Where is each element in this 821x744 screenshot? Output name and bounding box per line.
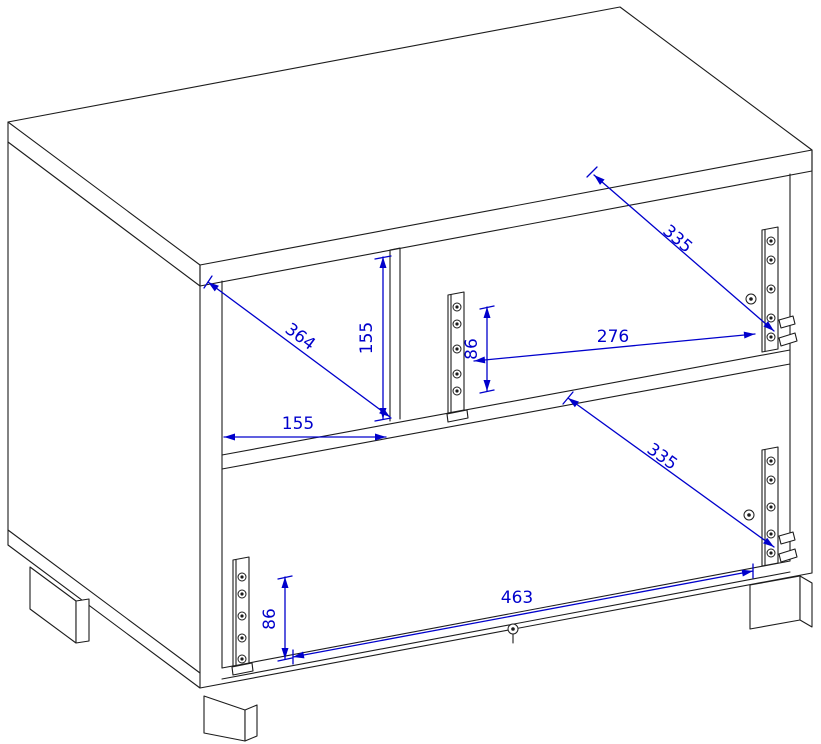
slide-hook <box>778 548 798 563</box>
dimension-label: 463 <box>501 588 533 608</box>
dimension-label: 155 <box>282 414 314 434</box>
slide-hook <box>778 332 798 347</box>
dimension-line <box>207 281 391 418</box>
slide-hook <box>231 662 254 676</box>
dimension-left-compartment-width: 155 <box>223 414 387 441</box>
dimension-line <box>292 569 754 659</box>
dimension-lower-slide-gap: 463 <box>292 563 754 665</box>
dimension-label: 276 <box>597 327 629 347</box>
drawer-slide-rail-lower-left <box>231 556 254 676</box>
cabinet-feet <box>29 566 813 742</box>
dimension-line <box>473 331 756 364</box>
foot-front-right <box>203 695 258 742</box>
dimension-label: 86 <box>260 608 280 630</box>
screw-icons <box>452 302 462 396</box>
dimension-line <box>567 397 775 548</box>
vertical-divider <box>389 247 401 422</box>
slide-hook <box>778 531 796 545</box>
dimension-upper-compartment-height: 155 <box>357 255 392 422</box>
foot-back-right <box>749 575 813 630</box>
dimension-lower-slide-hole-spacing: 86 <box>260 575 293 662</box>
dimension-line <box>593 174 775 332</box>
dimension-upper-slide-gap: 276 <box>473 327 756 364</box>
foot-front-left <box>29 566 90 644</box>
slide-hook <box>778 315 796 329</box>
extension-tick <box>586 166 598 178</box>
slide-hook <box>446 409 469 423</box>
drawer-slide-rail-upper-middle <box>446 291 469 423</box>
screw-icons <box>237 572 247 664</box>
dimension-label: 155 <box>357 322 377 354</box>
dimension-label: 86 <box>462 338 482 360</box>
